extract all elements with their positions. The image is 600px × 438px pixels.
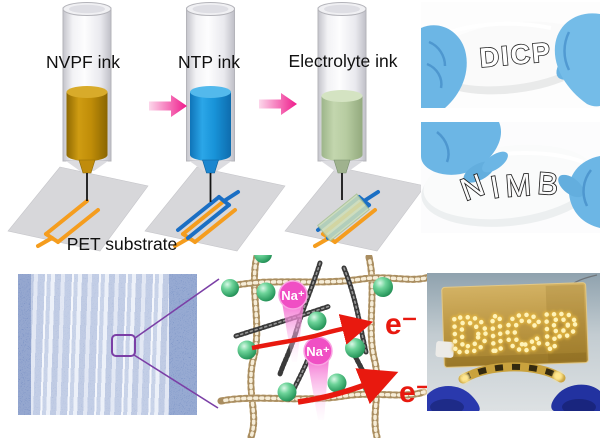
led-panel: DICP DICP <box>435 282 589 368</box>
printed-full-cell-pattern <box>313 190 380 248</box>
photo-led-demo: DICP DICP <box>427 273 600 411</box>
electrolyte-layer <box>316 193 371 242</box>
film-printed-text: DICP <box>478 37 553 73</box>
printed-cathode-anode-pattern <box>173 190 240 248</box>
process-arrow-2-icon <box>259 93 297 115</box>
transparent-film <box>429 21 593 87</box>
flexible-battery <box>458 362 566 384</box>
electron-label: e⁻ <box>385 308 418 341</box>
ion-label: Na⁺ <box>306 344 330 359</box>
printing-process-illustration: NVPF ink NTP ink Electrolyte ink PET sub… <box>7 2 426 254</box>
electrolyte-ink-label: Electrolyte ink <box>289 51 398 71</box>
sem-micrograph <box>18 274 197 415</box>
left-glove <box>421 122 508 183</box>
cellulose-fiber-network <box>217 255 433 438</box>
sodium-ion-cone-2: Na⁺ <box>303 336 333 420</box>
photo-transparent-film-dicp: DICP <box>421 2 600 108</box>
printed-cathode-pattern <box>36 199 100 248</box>
sem-noise-texture <box>18 274 197 415</box>
photo-transparent-film-nimb: NIMB <box>421 122 600 233</box>
ion-label: Na⁺ <box>281 288 305 303</box>
nvpf-ink-label: NVPF ink <box>46 52 120 72</box>
right-glove <box>558 156 600 228</box>
nvpf-syringe <box>62 2 112 201</box>
process-arrow-1-icon <box>149 95 187 117</box>
electron-flow: e⁻ e⁻ <box>251 308 432 409</box>
pet-substrate-label: PET substrate <box>67 234 178 254</box>
electrolyte-syringe <box>317 2 367 200</box>
gloved-fingers <box>427 384 600 411</box>
tape <box>435 341 455 358</box>
left-glove <box>421 25 467 108</box>
active-particles <box>221 255 393 402</box>
ntp-ink-label: NTP ink <box>178 52 240 72</box>
right-glove <box>554 13 600 107</box>
led-text-halo: DICP <box>451 303 580 363</box>
led-text-dots: DICP <box>451 303 580 363</box>
ntp-syringe <box>186 2 235 202</box>
carbon-nanotube-bundles <box>233 260 374 402</box>
sodium-ion-cone-1: Na⁺ <box>278 280 308 362</box>
